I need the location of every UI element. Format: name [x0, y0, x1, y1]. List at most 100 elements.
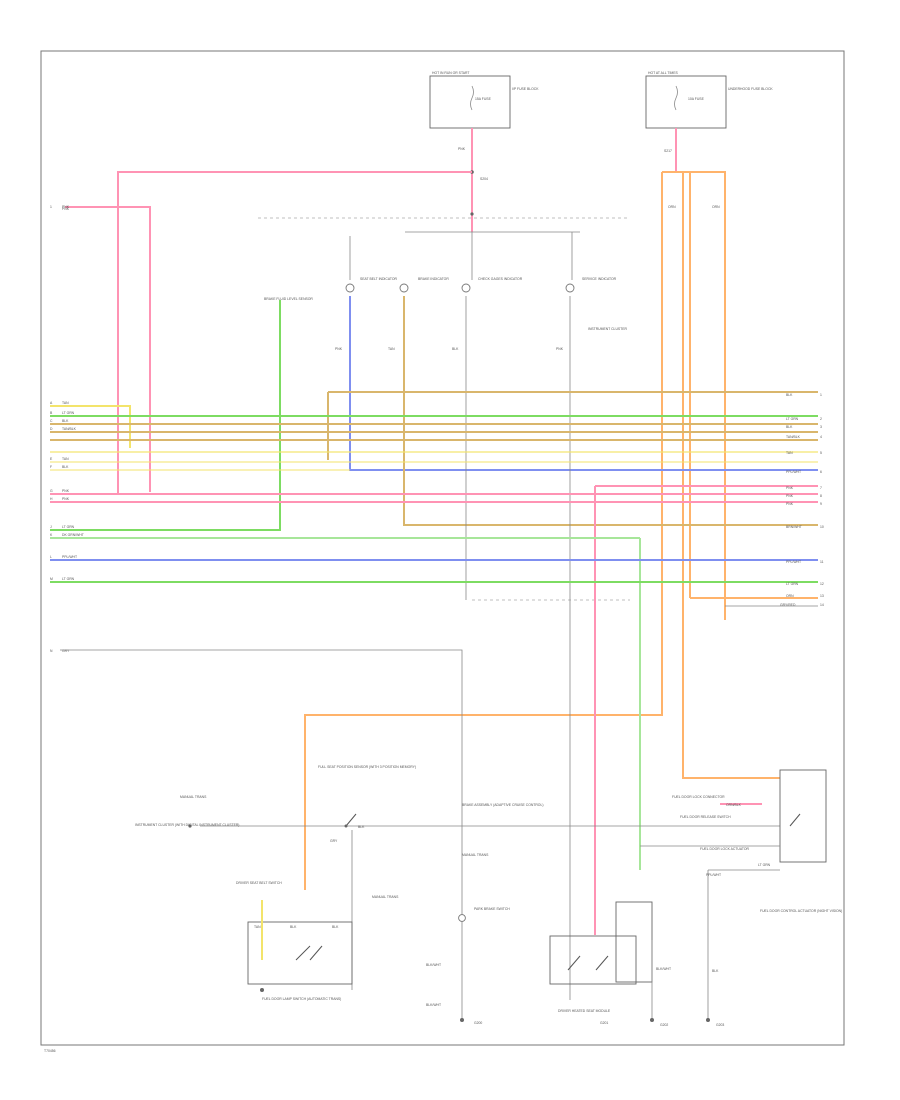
door-label-a: FUEL DOOR RELEASE SWITCH [680, 815, 731, 819]
fuse-box-left-note: I/P FUSE BLOCK [512, 87, 539, 91]
label-orange-b: ORN [712, 205, 720, 209]
right-pin-1: 2 [820, 417, 822, 421]
door-wire-ornblk: ORN/BLK [726, 803, 742, 807]
left-pin-8: H [50, 497, 53, 501]
left-wire-4: TAN/BLK [62, 427, 77, 431]
lamp-service: SERVICE INDICATOR PNK [556, 232, 617, 351]
right-pin-5: 6 [820, 470, 822, 474]
right-wire-8: PNK [786, 502, 794, 506]
right-pin-3: 4 [820, 435, 822, 439]
right-wire-7: PNK [786, 494, 794, 498]
right-wire-6: PNK [786, 486, 794, 490]
label-orange-a: ORN [668, 205, 676, 209]
park-brake-label: PARK BRAKE SWITCH [474, 907, 510, 911]
left-pin-5: E [50, 457, 53, 461]
left-pin-letters: A B C D E F G H J K L M N 1 [50, 205, 53, 653]
right-pin-12: 13 [820, 594, 824, 598]
left-pin-13: N [50, 649, 53, 653]
left-pin-0: 1 [50, 205, 52, 209]
page-code: T70456 [44, 1049, 56, 1053]
label-fuse-right-pnk: PNK [458, 147, 466, 151]
door-label-b: FUEL DOOR LOCK ACTUATOR [700, 847, 749, 851]
right-wire-12: ORN [786, 594, 794, 598]
right-pin-9: 10 [820, 525, 824, 529]
manual-trans-2: MANUAL TRANS [462, 853, 489, 857]
ground-c-label: BLK/WHT [656, 967, 671, 971]
lamp-check-gages-left: BLK [452, 347, 459, 351]
left-pin-3: C [50, 419, 53, 423]
lamp-seat-belt-left: PNK [335, 347, 343, 351]
right-wire-0: BLK [786, 393, 793, 397]
lamp-brake: BRAKE INDICATOR TAN [388, 277, 449, 351]
lamp-brake-left: TAN [388, 347, 395, 351]
left-wire-6: BLK [62, 465, 69, 469]
door-lock-label: FUEL DOOR LOCK CONNECTOR [672, 795, 725, 799]
right-wire-11: LT GRN [786, 582, 799, 586]
left-wire-labels: TAN LT GRN BLK TAN/BLK TAN BLK PNK PNK L… [62, 205, 84, 653]
seatbelt-switch-label: DRIVER SEAT BELT SWITCH [236, 881, 282, 885]
right-pin-6: 7 [820, 486, 822, 490]
right-wire-1: LT GRN [786, 417, 799, 421]
ground-d: G203 [716, 1023, 724, 1027]
seat-position-switch: BLK GRY [330, 813, 365, 990]
lamp-seat-belt: SEAT BELT INDICATOR PNK [335, 236, 397, 351]
right-pin-2: 3 [820, 425, 822, 429]
ground-c: G202 [660, 1023, 668, 1027]
left-pin-9: J [50, 525, 52, 529]
fuse-box-right-header: HOT AT ALL TIMES [648, 71, 679, 75]
right-wire-labels: BLK LT GRN BLK TAN/BLK TAN PPL/WHT PNK P… [780, 393, 802, 607]
left-pin-12: M [50, 577, 53, 581]
left-wire-8: PNK [62, 497, 70, 501]
left-wire-7: PNK [62, 489, 70, 493]
left-wire-1: TAN [62, 401, 69, 405]
diagram-frame [40, 50, 845, 1046]
left-pin-7: G [50, 489, 53, 493]
fuse-box-right: HOT AT ALL TIMES 10A FUSE UNDERHOOD FUSE… [645, 71, 773, 129]
right-pin-0: 1 [820, 393, 822, 397]
center-wire-a: BLK/WHT [426, 963, 441, 967]
right-wire-13: GRY/RED [780, 603, 796, 607]
ground-a: G200 [474, 1021, 482, 1025]
lamp-check-gages-label: CHECK GAGES INDICATOR [478, 277, 523, 281]
right-wire-2: BLK [786, 425, 793, 429]
right-wire-3: TAN/BLK [786, 435, 801, 439]
left-wire-13: GRY [62, 649, 70, 653]
label-top-pink: PNK [62, 207, 70, 211]
fuse-box-left-fuse: 15A FUSE [475, 97, 492, 101]
label-orange-splice: S217 [664, 149, 672, 153]
right-pin-numbers: 1 2 3 4 5 6 7 8 9 10 11 12 13 14 [820, 393, 824, 607]
manual-trans-3: MANUAL TRANS [372, 895, 399, 899]
fuel-door-lock: ORN/BLK FUEL DOOR LOCK CONNECTOR FUEL DO… [640, 769, 827, 877]
right-pin-13: 14 [820, 603, 824, 607]
instr-cluster-label: INSTRUMENT CLUSTER (WITH DIGITAL INSTRUM… [135, 823, 239, 827]
module-left-blk2: BLK [332, 925, 339, 929]
fuse-box-left-header: HOT IN RUN OR START [432, 71, 470, 75]
fold-note: FULL SEAT POSITION SENSOR (WITH 3 POSITI… [318, 765, 416, 769]
lamp-check-gages: CHECK GAGES INDICATOR BLK [452, 232, 523, 351]
brake-note: BRAKE ASSEMBLY (ADAPTIVE CRUISE CONTROL) [462, 803, 543, 807]
left-wire-10: DK GRN/WHT [62, 533, 84, 537]
right-pin-11: 12 [820, 582, 824, 586]
hazard-label: DRIVER HEATED SEAT MODULE [558, 1009, 611, 1013]
manual-trans-1: MANUAL TRANS [180, 795, 207, 799]
module-left-blk: BLK [290, 925, 297, 929]
fuel-door-center: PARK BRAKE SWITCH BLK/WHT BLK/WHT G200 [426, 900, 510, 1025]
right-wire-5: PPL/WHT [786, 470, 801, 474]
left-wire-2: LT GRN [62, 411, 75, 415]
fuel-door-lamp-module: DRIVER SEAT BELT SWITCH TAN BLK BLK FUEL… [236, 881, 353, 1001]
left-wire-3: BLK [62, 419, 69, 423]
module-left-tan: TAN [254, 925, 261, 929]
cluster-label: INSTRUMENT CLUSTER [588, 327, 627, 331]
right-wire-10: PPL/WHT [786, 560, 801, 564]
lamp-brake-label: BRAKE INDICATOR [418, 277, 449, 281]
left-pin-2: B [50, 411, 53, 415]
left-pin-4: D [50, 427, 53, 431]
lamp-seat-belt-label: SEAT BELT INDICATOR [360, 277, 397, 281]
right-module-label: FUEL DOOR CONTROL ACTUATOR (NIGHT VISION… [760, 909, 842, 913]
right-pin-4: 5 [820, 451, 822, 455]
right-pin-10: 11 [820, 560, 824, 564]
left-pin-10: K [50, 533, 53, 537]
ground-b: G201 [600, 1021, 608, 1025]
fuse-box-right-fuse: 10A FUSE [688, 97, 705, 101]
